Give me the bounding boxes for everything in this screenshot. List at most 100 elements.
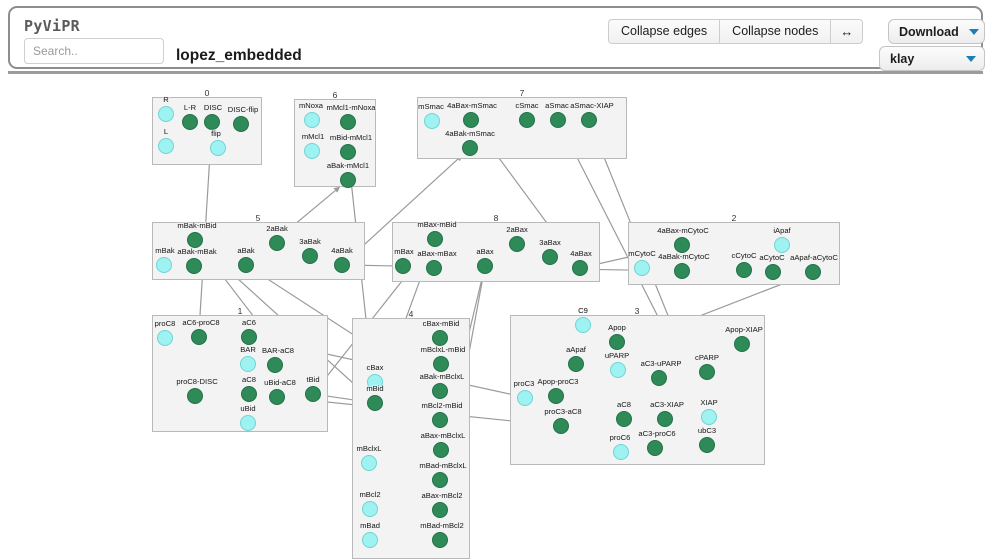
node-dot-mSmac[interactable] bbox=[424, 113, 440, 129]
node-dot-Apop-XIAP[interactable] bbox=[734, 336, 750, 352]
node-dot-4aBak[interactable] bbox=[334, 257, 350, 273]
node-dot-aApaf-aCytoC[interactable] bbox=[805, 264, 821, 280]
cluster-label-0: 0 bbox=[204, 88, 210, 98]
cluster-box-3[interactable] bbox=[510, 315, 765, 465]
node-dot-proC8-DISC[interactable] bbox=[187, 388, 203, 404]
download-dropdown[interactable]: Download bbox=[888, 19, 985, 44]
page-title: lopez_embedded bbox=[176, 47, 302, 64]
node-dot-mBid-mMcl1[interactable] bbox=[340, 144, 356, 160]
node-dot-BAR[interactable] bbox=[240, 356, 256, 372]
node-dot-mBclxL-mBid[interactable] bbox=[433, 356, 449, 372]
node-dot-mBcl2-mBid[interactable] bbox=[432, 412, 448, 428]
node-dot-aSmac[interactable] bbox=[550, 112, 566, 128]
node-dot-L-R[interactable] bbox=[182, 114, 198, 130]
node-dot-uBid[interactable] bbox=[240, 415, 256, 431]
node-dot-mMcl1-mNoxa[interactable] bbox=[340, 114, 356, 130]
node-dot-iApaf[interactable] bbox=[774, 237, 790, 253]
fit-horizontal-icon[interactable]: ↔ bbox=[830, 19, 864, 44]
node-dot-mBad[interactable] bbox=[362, 532, 378, 548]
node-dot-4aBax-mSmac[interactable] bbox=[463, 112, 479, 128]
node-dot-aCytoC[interactable] bbox=[765, 264, 781, 280]
node-dot-proC3-aC8[interactable] bbox=[553, 418, 569, 434]
node-dot-aBak[interactable] bbox=[238, 257, 254, 273]
node-dot-mNoxa[interactable] bbox=[304, 112, 320, 128]
graph-edge[interactable] bbox=[348, 154, 463, 260]
node-dot-mBak-mBid[interactable] bbox=[187, 232, 203, 248]
node-dot-aC3[interactable] bbox=[616, 411, 632, 427]
node-dot-aC6-proC8[interactable] bbox=[191, 329, 207, 345]
node-dot-aBax-mBax[interactable] bbox=[426, 260, 442, 276]
node-dot-DISC-flip[interactable] bbox=[233, 116, 249, 132]
node-dot-4aBak-mCytoC[interactable] bbox=[674, 263, 690, 279]
node-dot-aC3-uPARP[interactable] bbox=[651, 370, 667, 386]
node-dot-aBak-mMcl1[interactable] bbox=[340, 172, 356, 188]
node-dot-cPARP[interactable] bbox=[699, 364, 715, 380]
node-dot-mBid[interactable] bbox=[367, 395, 383, 411]
node-dot-4aBax-mCytoC[interactable] bbox=[674, 237, 690, 253]
node-dot-ubC3[interactable] bbox=[699, 437, 715, 453]
node-dot-aBak-mBclxL[interactable] bbox=[432, 383, 448, 399]
layout-dropdown[interactable]: klay bbox=[879, 46, 985, 71]
cluster-box-2[interactable] bbox=[628, 222, 840, 285]
node-dot-4aBax[interactable] bbox=[572, 260, 588, 276]
node-dot-aSmac-XIAP[interactable] bbox=[581, 112, 597, 128]
node-dot-2aBax[interactable] bbox=[509, 236, 525, 252]
node-dot-aC6[interactable] bbox=[241, 329, 257, 345]
download-dropdown-label: Download bbox=[899, 24, 959, 39]
node-dot-Apop[interactable] bbox=[609, 334, 625, 350]
cluster-box-4[interactable] bbox=[352, 318, 470, 559]
node-dot-mBax-mBid[interactable] bbox=[427, 231, 443, 247]
collapse-nodes-button[interactable]: Collapse nodes bbox=[719, 19, 831, 44]
node-dot-aBak-mBak[interactable] bbox=[186, 258, 202, 274]
node-dot-tBid[interactable] bbox=[305, 386, 321, 402]
node-dot-R[interactable] bbox=[158, 106, 174, 122]
node-dot-aApaf[interactable] bbox=[568, 356, 584, 372]
node-dot-uBid-aC8[interactable] bbox=[269, 389, 285, 405]
node-dot-aBax[interactable] bbox=[477, 258, 493, 274]
node-dot-aC3-proC6[interactable] bbox=[647, 440, 663, 456]
node-dot-aC8[interactable] bbox=[241, 386, 257, 402]
node-dot-BAR-aC8[interactable] bbox=[267, 357, 283, 373]
node-dot-aBax-mBcl2[interactable] bbox=[432, 502, 448, 518]
node-dot-mBax[interactable] bbox=[395, 258, 411, 274]
node-dot-3aBak[interactable] bbox=[302, 248, 318, 264]
collapse-edges-button[interactable]: Collapse edges bbox=[608, 19, 720, 44]
node-dot-aBax-mBclxL[interactable] bbox=[433, 442, 449, 458]
node-dot-DISC[interactable] bbox=[204, 114, 220, 130]
node-dot-cCytoC[interactable] bbox=[736, 262, 752, 278]
search-input[interactable] bbox=[24, 38, 164, 64]
node-dot-proC3[interactable] bbox=[517, 390, 533, 406]
cluster-label-4: 4 bbox=[408, 309, 414, 319]
node-dot-mBak[interactable] bbox=[156, 257, 172, 273]
node-dot-flip[interactable] bbox=[210, 140, 226, 156]
node-dot-aC3-XIAP[interactable] bbox=[657, 411, 673, 427]
cluster-box-1[interactable] bbox=[152, 315, 328, 432]
chevron-down-icon bbox=[966, 55, 976, 62]
cluster-box-7[interactable] bbox=[417, 97, 627, 159]
chevron-down-icon bbox=[968, 28, 979, 35]
node-dot-cBax[interactable] bbox=[367, 374, 383, 390]
node-dot-C9[interactable] bbox=[575, 317, 591, 333]
node-dot-3aBax[interactable] bbox=[542, 249, 558, 265]
node-dot-L[interactable] bbox=[158, 138, 174, 154]
node-dot-mBad-mBcl2[interactable] bbox=[432, 532, 448, 548]
node-dot-mBcl2[interactable] bbox=[362, 501, 378, 517]
cluster-box-5[interactable] bbox=[152, 222, 365, 280]
node-dot-4aBak-mSmac[interactable] bbox=[462, 140, 478, 156]
node-dot-mBclxL[interactable] bbox=[361, 455, 377, 471]
node-dot-uPARP[interactable] bbox=[610, 362, 626, 378]
cluster-box-6[interactable] bbox=[294, 99, 376, 187]
node-dot-2aBak[interactable] bbox=[269, 235, 285, 251]
node-dot-mMcl1[interactable] bbox=[304, 143, 320, 159]
node-dot-mBad-mBclxL[interactable] bbox=[432, 472, 448, 488]
node-dot-Apop-proC3[interactable] bbox=[548, 388, 564, 404]
node-dot-cBax-mBid[interactable] bbox=[432, 330, 448, 346]
cluster-box-8[interactable] bbox=[392, 222, 600, 282]
cluster-label-8: 8 bbox=[493, 213, 499, 223]
node-dot-XIAP[interactable] bbox=[701, 409, 717, 425]
node-dot-mCytoC[interactable] bbox=[634, 260, 650, 276]
node-dot-proC8[interactable] bbox=[157, 330, 173, 346]
node-dot-cSmac[interactable] bbox=[519, 112, 535, 128]
node-dot-proC6[interactable] bbox=[613, 444, 629, 460]
